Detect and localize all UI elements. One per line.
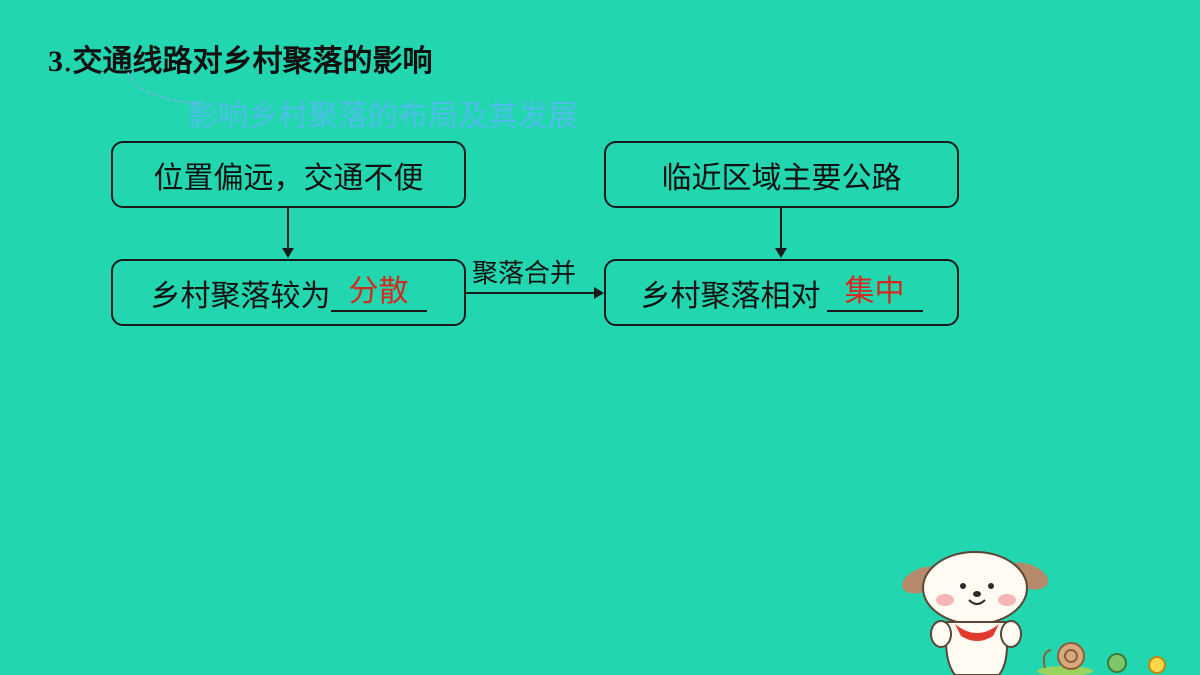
answer-concentrated: 集中 <box>826 274 923 312</box>
box-remote-location-label: 位置偏远，交通不便 <box>153 160 424 196</box>
heading-text: 交通线路对乡村聚落的影响 <box>72 44 433 79</box>
section-heading: 3.交通线路对乡村聚落的影响 <box>48 36 433 80</box>
annotation-text: 影响乡村聚落的布局及其发展 <box>188 99 578 134</box>
box-dispersed-prefix: 乡村聚落较为 <box>150 278 331 314</box>
answer-dispersed: 分散 <box>330 274 427 312</box>
box-dispersed: 乡村聚落较为分散 <box>111 259 466 326</box>
box-concentrated: 乡村聚落相对集中 <box>604 259 959 326</box>
box-near-highway-label: 临近区域主要公路 <box>661 160 902 196</box>
merge-arrow-label: 聚落合并 <box>472 259 577 289</box>
box-remote-location: 位置偏远，交通不便 <box>111 141 466 208</box>
box-near-highway: 临近区域主要公路 <box>604 141 959 208</box>
box-concentrated-prefix: 乡村聚落相对 <box>640 278 821 314</box>
cartoon-puppy-icon <box>901 551 1166 675</box>
heading-dot: . <box>63 44 73 79</box>
heading-number: 3 <box>48 45 63 78</box>
